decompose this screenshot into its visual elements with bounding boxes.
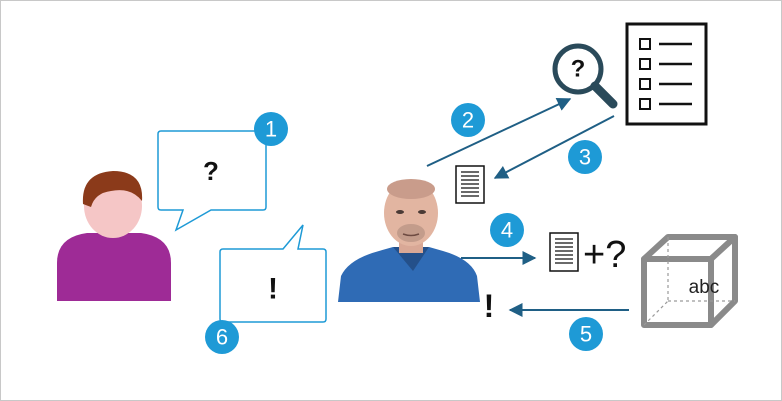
prompt-document-icon	[549, 232, 579, 272]
svg-text:3: 3	[579, 145, 591, 170]
result-exclamation: !	[484, 288, 495, 324]
arrow-query	[426, 98, 572, 167]
cube-icon: abc	[641, 234, 738, 328]
question-mark: ?	[203, 156, 219, 186]
search-question-mark: ?	[571, 56, 586, 83]
svg-text:2: 2	[462, 108, 474, 133]
answer-speech-bubble: !	[219, 224, 327, 323]
arrow-results	[493, 115, 615, 179]
step-badge-6: 6	[205, 320, 239, 354]
magnifier-icon: ?	[552, 43, 618, 109]
step-badge-5: 5	[569, 317, 603, 351]
plus-question-text: +?	[583, 234, 626, 276]
svg-text:1: 1	[265, 117, 277, 142]
exclamation-mark: !	[268, 273, 278, 306]
question-speech-bubble: ?	[157, 130, 267, 232]
step-badge-1: 1	[254, 112, 288, 146]
cube-label: abc	[689, 277, 720, 298]
svg-text:5: 5	[580, 322, 592, 347]
step-badge-4: 4	[490, 213, 524, 247]
svg-text:6: 6	[216, 325, 228, 350]
document-icon	[455, 165, 485, 204]
presenter-photo	[338, 179, 480, 302]
step-badge-2: 2	[451, 103, 485, 137]
user-avatar-icon	[57, 171, 171, 301]
step-badge-3: 3	[568, 140, 602, 174]
checklist-icon	[625, 22, 708, 126]
svg-text:4: 4	[501, 218, 513, 243]
